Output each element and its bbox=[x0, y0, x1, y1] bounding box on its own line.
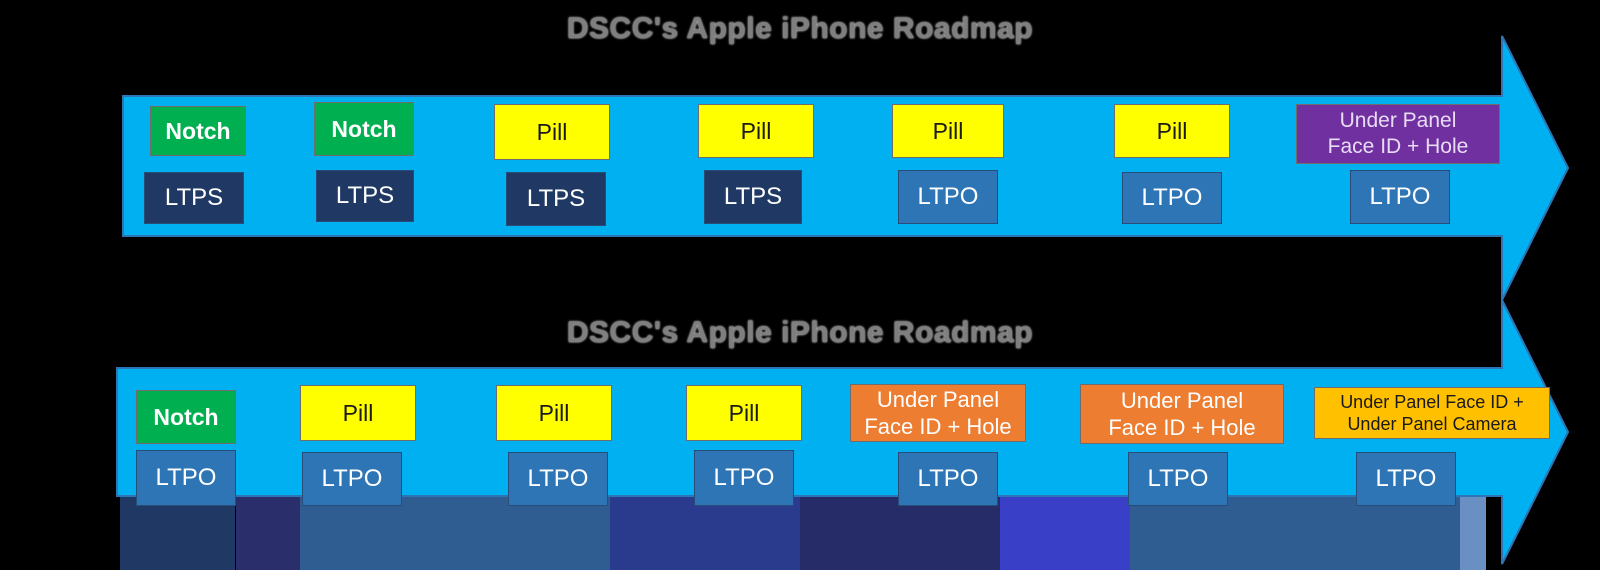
top-feature-1: Notch bbox=[150, 106, 246, 156]
bottom-backplane-3: LTPO bbox=[508, 452, 608, 506]
bottom-strip-1 bbox=[120, 496, 235, 570]
top-backplane-5: LTPO bbox=[898, 170, 998, 224]
top-backplane-4: LTPS bbox=[704, 170, 802, 224]
bottom-feature-3: Pill bbox=[496, 385, 612, 441]
roadmap-title-bottom: DSCC's Apple iPhone Roadmap bbox=[566, 316, 1034, 349]
bottom-strip-3 bbox=[300, 496, 610, 570]
bottom-backplane-4: LTPO bbox=[694, 450, 794, 506]
bottom-strip-5 bbox=[800, 496, 1000, 570]
bottom-backplane-5: LTPO bbox=[898, 452, 998, 506]
bottom-strip-8 bbox=[1460, 496, 1486, 570]
bottom-strip-4 bbox=[610, 496, 800, 570]
bottom-feature-7: Under Panel Face ID +Under Panel Camera bbox=[1314, 387, 1550, 439]
bottom-backplane-1: LTPO bbox=[136, 450, 236, 506]
bottom-strip-2 bbox=[236, 496, 300, 570]
top-backplane-1: LTPS bbox=[144, 172, 244, 224]
top-feature-5: Pill bbox=[892, 104, 1004, 158]
top-backplane-7: LTPO bbox=[1350, 170, 1450, 224]
top-feature-6: Pill bbox=[1114, 104, 1230, 158]
top-backplane-2: LTPS bbox=[316, 170, 414, 222]
roadmap-title-top: DSCC's Apple iPhone Roadmap bbox=[566, 12, 1034, 45]
bottom-strip-6 bbox=[1000, 496, 1130, 570]
bottom-feature-4: Pill bbox=[686, 385, 802, 441]
top-feature-2: Notch bbox=[314, 102, 414, 156]
bottom-backplane-7: LTPO bbox=[1356, 452, 1456, 506]
top-feature-4: Pill bbox=[698, 104, 814, 158]
top-backplane-6: LTPO bbox=[1122, 172, 1222, 224]
top-backplane-3: LTPS bbox=[506, 172, 606, 226]
bottom-backplane-6: LTPO bbox=[1128, 452, 1228, 506]
roadmap-arrow-top bbox=[122, 35, 1570, 300]
bottom-backplane-2: LTPO bbox=[302, 452, 402, 506]
top-feature-3: Pill bbox=[494, 104, 610, 160]
bottom-strip-7 bbox=[1130, 496, 1460, 570]
bottom-feature-1: Notch bbox=[136, 390, 236, 444]
bottom-feature-2: Pill bbox=[300, 385, 416, 441]
